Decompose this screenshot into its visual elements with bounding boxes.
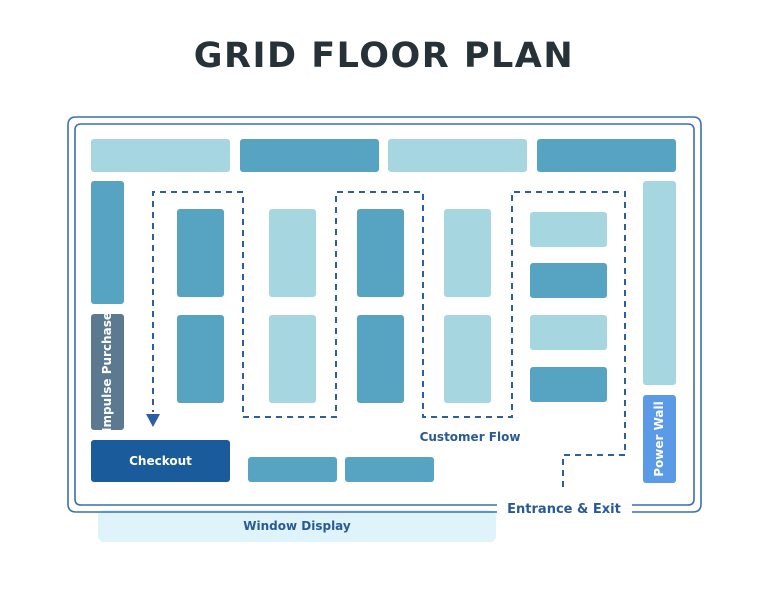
bottom-shelf bbox=[248, 457, 337, 482]
display-shelf bbox=[530, 315, 607, 350]
top-shelf bbox=[537, 139, 676, 172]
power-wall-label: Power Wall bbox=[652, 401, 666, 477]
checkout-counter bbox=[91, 440, 230, 482]
impulse-purchase-shelf bbox=[91, 314, 124, 430]
aisle-gondola bbox=[444, 209, 491, 297]
checkout-label: Checkout bbox=[129, 454, 192, 468]
aisle-gondola bbox=[269, 209, 316, 297]
flow-arrowhead bbox=[146, 414, 160, 427]
display-shelf bbox=[530, 263, 607, 298]
inner-wall bbox=[74, 123, 695, 506]
impulse-purchase-label: Impulse Purchase bbox=[100, 312, 114, 432]
aisle-gondola bbox=[269, 315, 316, 403]
customer-flow-path bbox=[152, 191, 626, 487]
aisle-gondola bbox=[177, 315, 224, 403]
outer-wall bbox=[67, 116, 702, 513]
customer-flow-label: Customer Flow bbox=[419, 430, 521, 444]
aisle-gondola bbox=[444, 315, 491, 403]
aisle-gondola bbox=[357, 315, 404, 403]
top-shelf bbox=[388, 139, 527, 172]
aisle-gondola bbox=[177, 209, 224, 297]
bottom-shelf bbox=[345, 457, 434, 482]
aisle-gondola bbox=[357, 209, 404, 297]
right-shelf bbox=[643, 181, 676, 385]
display-shelf bbox=[530, 212, 607, 247]
top-shelf bbox=[240, 139, 379, 172]
window-display-label: Window Display bbox=[243, 519, 351, 533]
left-shelf bbox=[91, 181, 124, 304]
display-shelf bbox=[530, 367, 607, 402]
power-wall-shelf bbox=[643, 395, 676, 483]
page-title: GRID FLOOR PLAN bbox=[193, 36, 575, 76]
window-display-area bbox=[98, 510, 496, 542]
entrance-exit-label: Entrance & Exit bbox=[507, 501, 621, 517]
top-shelf bbox=[91, 139, 230, 172]
